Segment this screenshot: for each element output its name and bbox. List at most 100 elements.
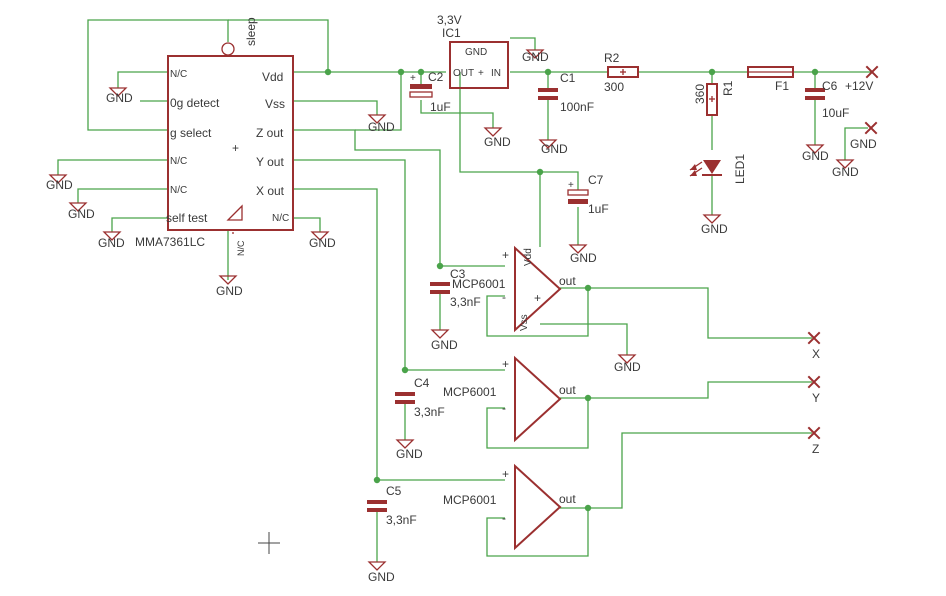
svg-text:GND: GND (396, 447, 423, 461)
r1-value: 360 (693, 84, 707, 104)
opamp2-plus-pin: + (502, 357, 509, 371)
svg-text:GND: GND (368, 120, 395, 134)
capacitor-c4[interactable]: C4 3,3nF (395, 376, 445, 419)
y-connector-cross[interactable] (807, 375, 821, 389)
opamp1-plus-pin: + (502, 248, 509, 262)
gnd-c1: GND (538, 139, 568, 156)
chip-orientation-mark (226, 204, 243, 221)
pin-nc-2: N/C (170, 156, 187, 167)
pin-nc-3: N/C (170, 185, 187, 196)
svg-text:GND: GND (106, 91, 133, 105)
c4-value: 3,3nF (414, 405, 445, 419)
capacitor-c6[interactable]: C6 10uF (805, 79, 849, 120)
svg-text:GND: GND (309, 236, 336, 250)
gnd-connector: GND GND (832, 137, 877, 179)
r1-name: R1 (721, 80, 735, 96)
gnd-c7: GND (568, 244, 597, 265)
opamp2-out-pin: out (559, 383, 576, 397)
ic1-gnd-pin: GND (465, 47, 487, 58)
fuse-f1[interactable]: F1 (747, 66, 794, 93)
pin-0g-detect: 0g detect (170, 96, 220, 110)
resistor-r2[interactable]: R2 300 (604, 51, 639, 94)
c6-name: C6 (822, 79, 838, 93)
svg-text:GND: GND (850, 137, 877, 151)
pin-x-out: X out (256, 184, 285, 198)
opamp3-minus-pin: - (502, 511, 506, 525)
accelerometer-chip[interactable]: + N/C 0g detect g select N/C N/C self te… (135, 17, 294, 256)
svg-text:GND: GND (68, 207, 95, 221)
sleep-pin-bubble (221, 42, 235, 56)
opamp-2[interactable]: + - out MCP6001 (443, 355, 576, 443)
opamp1-vss-pin: Vss (519, 314, 530, 331)
c5-name: C5 (386, 484, 402, 498)
svg-text:GND: GND (701, 222, 728, 236)
svg-text:GND: GND (216, 284, 243, 298)
svg-text:GND: GND (802, 149, 829, 163)
opamp1-name: MCP6001 (452, 277, 506, 291)
c5-value: 3,3nF (386, 513, 417, 527)
opamp-3[interactable]: + - out MCP6001 (443, 463, 576, 551)
opamp3-plus-pin: + (502, 467, 509, 481)
ic1-value: 3,3V (437, 13, 462, 27)
c3-value: 3,3nF (450, 295, 481, 309)
opamp1-minus-pin: - (502, 290, 506, 304)
opamp3-out-pin: out (559, 492, 576, 506)
supply-connector-cross[interactable] (865, 65, 879, 79)
svg-text:GND: GND (98, 236, 125, 250)
c7-value: 1uF (588, 202, 609, 216)
c7-name: C7 (588, 173, 604, 187)
gnd-connector-cross[interactable] (864, 121, 878, 135)
c2-name: C2 (428, 70, 444, 84)
gnd-opamp1-vss: GND (614, 354, 641, 374)
ic1-in-pin: IN (491, 68, 501, 79)
opamp-1[interactable]: + - + out Vdd Vss MCP6001 (452, 245, 576, 333)
ic1-regulator[interactable]: 3,3V IC1 GND OUT + IN (437, 13, 509, 89)
capacitor-c7[interactable]: + C7 1uF (567, 173, 609, 216)
z-port-label: Z (812, 442, 819, 456)
c6-value: 10uF (822, 106, 849, 120)
connectors: +12V X Y Z (807, 65, 879, 456)
gnd-c5: GND (367, 561, 395, 584)
c2-polarity: + (410, 73, 416, 84)
svg-text:GND: GND (484, 135, 511, 149)
resistor-r1[interactable]: 360 R1 (693, 80, 735, 116)
c2-value: 1uF (430, 100, 451, 114)
r2-value: 300 (604, 80, 624, 94)
ic1-name: IC1 (442, 26, 461, 40)
capacitor-c5[interactable]: C5 3,3nF (367, 484, 417, 527)
svg-text:GND: GND (46, 178, 73, 192)
gnd-nc-top: GND (106, 87, 133, 105)
svg-text:GND: GND (368, 570, 395, 584)
capacitor-c3[interactable]: C3 3,3nF (430, 267, 481, 309)
opamp2-minus-pin: - (502, 401, 506, 415)
gnd-led: GND (701, 214, 728, 236)
capacitor-c2[interactable]: + C2 1uF (409, 70, 451, 114)
ground-symbols: GND GND GND GND GND GND GND GND (46, 49, 877, 584)
capacitor-c1[interactable]: C1 100nF (538, 71, 594, 114)
opamp3-name: MCP6001 (443, 493, 497, 507)
ic1-plus: + (478, 68, 484, 79)
f1-name: F1 (775, 79, 789, 93)
gnd-vss: GND (367, 114, 395, 134)
svg-text:GND: GND (832, 165, 859, 179)
gnd-c6: GND (802, 144, 829, 163)
junctions (324, 68, 819, 512)
x-port-label: X (812, 347, 820, 361)
pin-g-select: g select (170, 126, 212, 140)
x-connector-cross[interactable] (807, 331, 821, 345)
y-port-label: Y (812, 391, 820, 405)
opamp1-vdd-pin: Vdd (523, 248, 534, 266)
c1-value: 100nF (560, 100, 594, 114)
pin-y-out: Y out (256, 155, 284, 169)
c1-name: C1 (560, 71, 576, 85)
pin-sleep: sleep (244, 17, 258, 46)
opamp2-name: MCP6001 (443, 385, 497, 399)
z-connector-cross[interactable] (807, 426, 821, 440)
led1-name: LED1 (733, 154, 747, 184)
svg-text:GND: GND (614, 360, 641, 374)
pin-self-test: self test (166, 211, 208, 225)
led1[interactable]: LED1 (689, 154, 747, 184)
gnd-c4: GND (395, 439, 423, 461)
